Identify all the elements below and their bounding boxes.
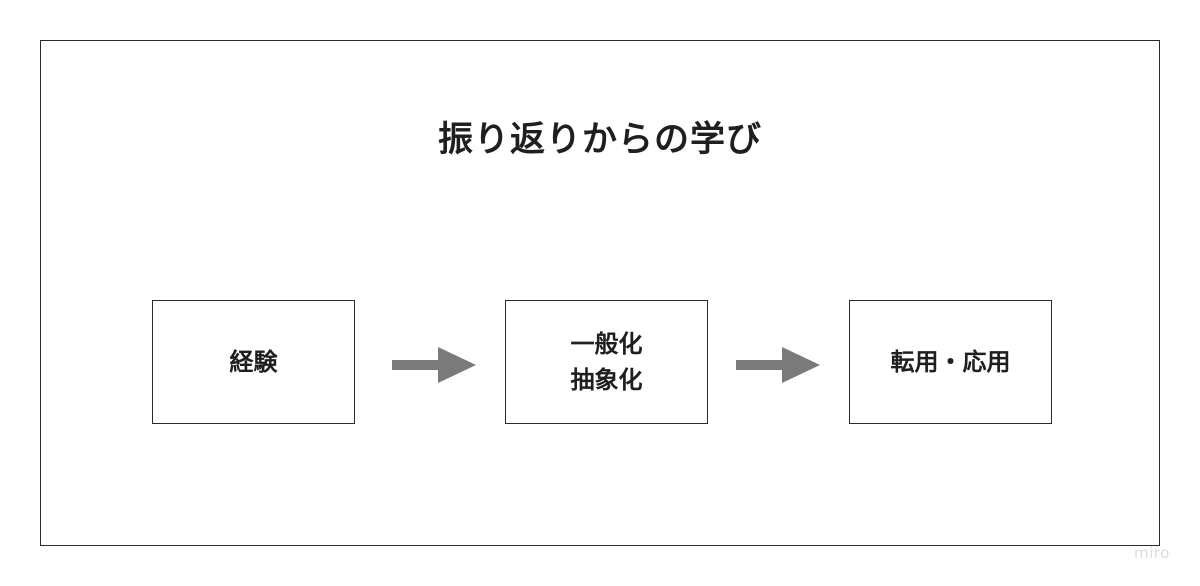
arrow-right-icon	[392, 347, 476, 383]
step-label-line-2: 抽象化	[570, 366, 643, 394]
step-label: 転用・応用	[890, 348, 1011, 376]
step-box-experience: 経験	[152, 300, 355, 424]
arrow-right-icon	[736, 347, 820, 383]
step-label-line-1: 一般化	[570, 330, 643, 358]
step-box-application: 転用・応用	[849, 300, 1052, 424]
diagram-title: 振り返りからの学び	[437, 120, 762, 160]
step-label: 経験	[229, 348, 278, 376]
miro-watermark: miro	[1134, 544, 1170, 562]
diagram-frame	[40, 40, 1160, 546]
step-box-generalization: 一般化 抽象化	[505, 300, 708, 424]
